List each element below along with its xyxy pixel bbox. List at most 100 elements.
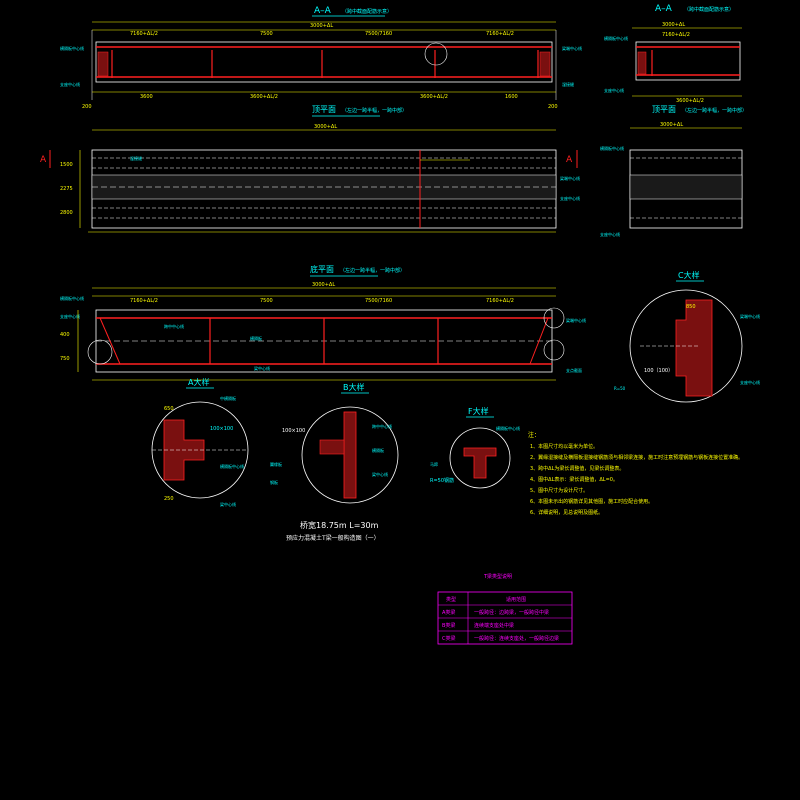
detail-a-label2: 横隔板中心线	[220, 463, 244, 469]
detail-b-shape	[343, 411, 357, 499]
detail-a-label1: 中横隔板	[220, 395, 236, 401]
small-section-title: A–A	[655, 4, 673, 14]
top-plan-vert2: 2275	[60, 186, 73, 192]
top-plan-vert3: 2800	[60, 210, 73, 216]
top-plan-label-wet: 湿接缝	[130, 155, 142, 161]
small-dim-bottom-text: 3600+ΔL/2	[676, 98, 704, 104]
bottom-plan-title: 底平面	[310, 264, 334, 274]
cut-mark-right: A	[566, 155, 573, 165]
note-item-3: 4、图中ΔL表示：梁长调整值，ΔL=0。	[530, 476, 618, 483]
bottom-plan-diag-left	[99, 317, 121, 365]
bottom-plan-diag-right	[529, 317, 549, 365]
detail-c: C大样 100（100） 850 梁端中心线 支座中心线 R=50	[614, 270, 760, 403]
small-top-plan-title: 顶平面	[652, 105, 676, 114]
bottom-plan-seg2: 7500	[260, 298, 273, 304]
small-top-plan-view: 顶平面 （左边一跨半幅，一跨中部） 3000+ΔL 横隔板中心线 支座中心线	[600, 105, 747, 237]
detail-c-850: 850	[686, 304, 696, 310]
bottom-plan-h2: 400	[60, 332, 70, 338]
table-cell-2-1: 一般跨径：连续支座处，一般跨径边梁	[474, 635, 559, 642]
cut-mark-left: A	[40, 155, 47, 165]
small-dim-seg: 7160+ΔL/2	[662, 32, 690, 38]
table-cell-2-0: C类梁	[442, 635, 456, 642]
bottom-plan-label-7: 支点截面	[566, 367, 582, 373]
detail-f-title: F大样	[468, 406, 489, 416]
top-plan-label-support: 支座中心线	[560, 195, 580, 201]
dim-end-right: 200	[548, 104, 558, 110]
detail-b-label2: 钢板	[270, 479, 278, 485]
note-item-1: 2、翼缘湿接缝及横隔板湿接缝钢筋须与相邻梁连接，施工时注意预埋钢筋与钢板连接位置…	[530, 454, 743, 461]
dim-bottom1: 3600	[140, 94, 153, 100]
bottom-plan-callout-a	[87, 339, 113, 365]
detail-f-shape	[463, 447, 497, 479]
dim-bottom3: 3600+ΔL/2	[420, 94, 448, 100]
table-header-1: 适用范围	[506, 596, 526, 603]
small-label-support: 支座中心线	[604, 87, 624, 93]
top-plan-vert1: 1500	[60, 162, 73, 168]
detail-b-label3: 跨中中心线	[372, 423, 392, 429]
small-dim-overall: 3000+ΔL	[662, 22, 685, 28]
small-girder-outline	[635, 41, 741, 81]
small-top-plan-dim: 3000+ΔL	[660, 122, 683, 128]
drawing-title-line1: 桥宽18.75m L=30m	[300, 520, 379, 530]
detail-b: B大样 100×100 翼缘板 钢板 跨中中心线 横隔板 梁中心线	[270, 382, 399, 504]
small-top-plan-web	[629, 174, 743, 200]
note-item-0: 1、本图尺寸均以毫米为单位。	[530, 443, 598, 450]
note-item-6: 6、详细说明，见总说明及图纸。	[530, 509, 603, 516]
detail-c-title: C大样	[678, 270, 700, 280]
table-cell-1-1: 连续端支座处中梁	[474, 622, 514, 629]
bottom-plan-note: （左边一跨半幅，一跨中部）	[340, 267, 405, 274]
small-section-view: A–A （跨中截面配筋示意） 3000+ΔL 7160+ΔL/2 横隔板中心线 …	[604, 4, 742, 104]
top-plan-label-end: 梁端中心线	[560, 175, 580, 181]
small-top-plan-note: （左边一跨半幅，一跨中部）	[682, 107, 747, 114]
bottom-plan-label-1: 横隔板中心线	[60, 295, 84, 301]
detail-f-circle	[449, 427, 511, 489]
label-wet-joint: 湿接缝	[562, 81, 574, 87]
detail-a-dim: 100×100	[210, 426, 233, 432]
bottom-plan-dim-overall: 3000+ΔL	[312, 282, 335, 288]
note-item-5: 6、本图未示出的钢筋详见其他图，施工时应配合使用。	[530, 498, 653, 505]
bottom-plan-seg4: 7160+ΔL/2	[486, 298, 514, 304]
detail-b-circle	[301, 406, 399, 504]
bottom-plan-h3: 750	[60, 356, 70, 362]
label-beam-end: 梁端中心线	[562, 45, 582, 51]
top-plan-web-band	[91, 174, 557, 200]
detail-c-circle	[629, 289, 743, 403]
detail-a-650: 650	[164, 406, 174, 412]
note-item-4: 5、图中尺寸为设计尺寸。	[530, 487, 588, 494]
table-header-0: 类型	[446, 596, 456, 603]
end-block-left	[97, 51, 109, 77]
bottom-plan-label-5: 梁中心线	[254, 365, 270, 371]
detail-a-title: A大样	[188, 377, 209, 387]
small-label-diaphragm: 横隔板中心线	[604, 35, 628, 41]
notes-block: 注： 1、本图尺寸均以毫米为单位。 2、翼缘湿接缝及横隔板湿接缝钢筋须与相邻梁连…	[528, 431, 743, 516]
bottom-plan-seg1: 7160+ΔL/2	[130, 298, 158, 304]
detail-c-label2: 支座中心线	[740, 379, 760, 385]
detail-callout-circle	[424, 42, 448, 66]
detail-c-label1: 梁端中心线	[740, 313, 760, 319]
detail-c-shape	[675, 299, 713, 397]
small-section-note: （跨中截面配筋示意）	[684, 6, 734, 13]
drawing-title-block: 桥宽18.75m L=30m 预应力混凝土T梁一般构造图（一）	[286, 520, 380, 542]
detail-f: F大样 R=50钢筋 马蹄 横隔板中心线	[430, 406, 520, 489]
main-section-view: A–A （跨中截面配筋示意） 3000+ΔL 7160+ΔL/2 7500 75…	[60, 6, 582, 110]
detail-f-label2: 横隔板中心线	[496, 425, 520, 431]
table-cell-0-0: A类梁	[442, 609, 455, 616]
detail-b-dim: 100×100	[282, 428, 305, 434]
bottom-plan-seg3: 7500/7160	[365, 298, 392, 304]
small-top-plan-label: 横隔板中心线	[600, 145, 624, 151]
detail-c-label3: R=50	[614, 386, 626, 391]
top-plan-dim: 3000+ΔL	[314, 124, 337, 130]
small-top-plan-label2: 支座中心线	[600, 231, 620, 237]
main-section-title: A–A	[314, 6, 332, 16]
top-plan-note: （左边一跨半幅，一跨中部）	[342, 107, 407, 114]
dim-seg1: 7160+ΔL/2	[130, 31, 158, 37]
detail-a-250: 250	[164, 496, 174, 502]
dim-mid: 1600	[505, 94, 518, 100]
detail-a-label3: 梁中心线	[220, 501, 236, 507]
table-cell-1-0: B类梁	[442, 622, 455, 629]
dim-bottom2: 3600+ΔL/2	[250, 94, 278, 100]
detail-b-title: B大样	[343, 382, 365, 392]
detail-b-label5: 梁中心线	[372, 471, 388, 477]
detail-f-label1: 马蹄	[430, 461, 438, 467]
